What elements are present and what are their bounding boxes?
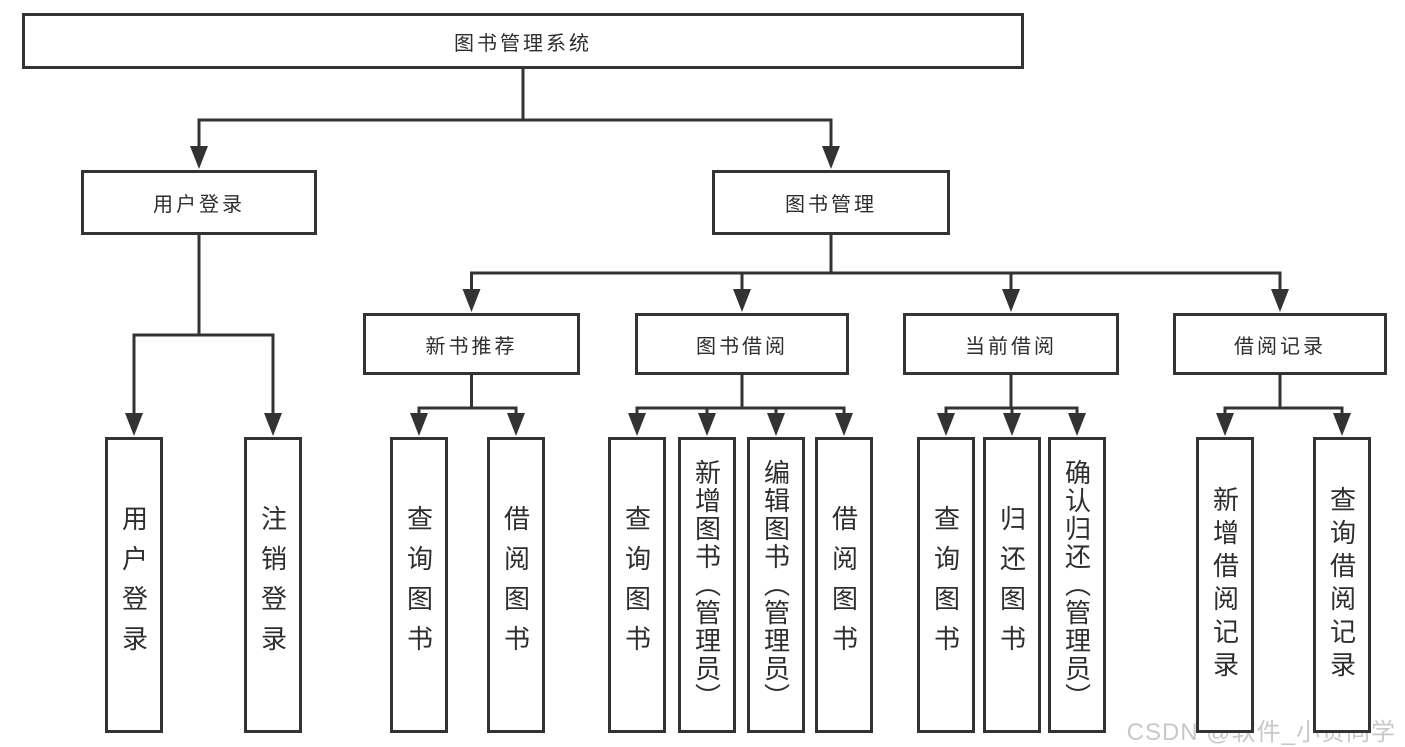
node-current-borrowing: 当前借阅 <box>903 313 1119 375</box>
node-new-book-recommendation: 新书推荐 <box>363 313 580 375</box>
arrowhead-icon <box>822 146 840 169</box>
arrowhead-icon <box>1002 289 1020 312</box>
leaf-return-books: 归还图书 <box>983 437 1041 733</box>
leaf-edit-books-admin: 编辑图书（管理员） <box>747 437 805 733</box>
arrowhead-icon <box>628 413 646 436</box>
arrowhead-icon <box>507 413 525 436</box>
leaf-add-books-admin: 新增图书（管理员） <box>678 437 736 733</box>
arrowhead-icon <box>1333 413 1351 436</box>
arrowhead-icon <box>1068 413 1086 436</box>
node-root-system: 图书管理系统 <box>22 13 1024 69</box>
arrowhead-icon <box>698 413 716 436</box>
arrowhead-icon <box>1271 289 1289 312</box>
arrowhead-icon <box>125 413 143 436</box>
leaf-query-borrow-record: 查询借阅记录 <box>1313 437 1371 733</box>
arrowhead-icon <box>264 413 282 436</box>
arrowhead-icon <box>190 146 208 169</box>
arrowhead-icon <box>1003 413 1021 436</box>
leaf-query-books: 查询图书 <box>917 437 975 733</box>
node-user-login: 用户登录 <box>81 170 317 235</box>
node-borrowing-records: 借阅记录 <box>1173 313 1387 375</box>
arrowhead-icon <box>1216 413 1234 436</box>
leaf-query-books: 查询图书 <box>390 437 448 733</box>
arrowhead-icon <box>410 413 428 436</box>
node-book-management: 图书管理 <box>712 170 950 235</box>
leaf-borrow-books: 借阅图书 <box>815 437 873 733</box>
arrowhead-icon <box>733 289 751 312</box>
arrowhead-icon <box>462 289 481 312</box>
leaf-borrow-books: 借阅图书 <box>487 437 545 733</box>
leaf-confirm-return-admin: 确认归还（管理员） <box>1048 437 1106 733</box>
arrowhead-icon <box>937 413 955 436</box>
leaf-add-borrow-record: 新增借阅记录 <box>1196 437 1254 733</box>
leaf-logout: 注销登录 <box>244 437 302 733</box>
node-book-borrowing: 图书借阅 <box>635 313 849 375</box>
arrowhead-icon <box>767 413 785 436</box>
leaf-query-books: 查询图书 <box>608 437 666 733</box>
leaf-user-login: 用户登录 <box>105 437 163 733</box>
arrowhead-icon <box>835 413 853 436</box>
